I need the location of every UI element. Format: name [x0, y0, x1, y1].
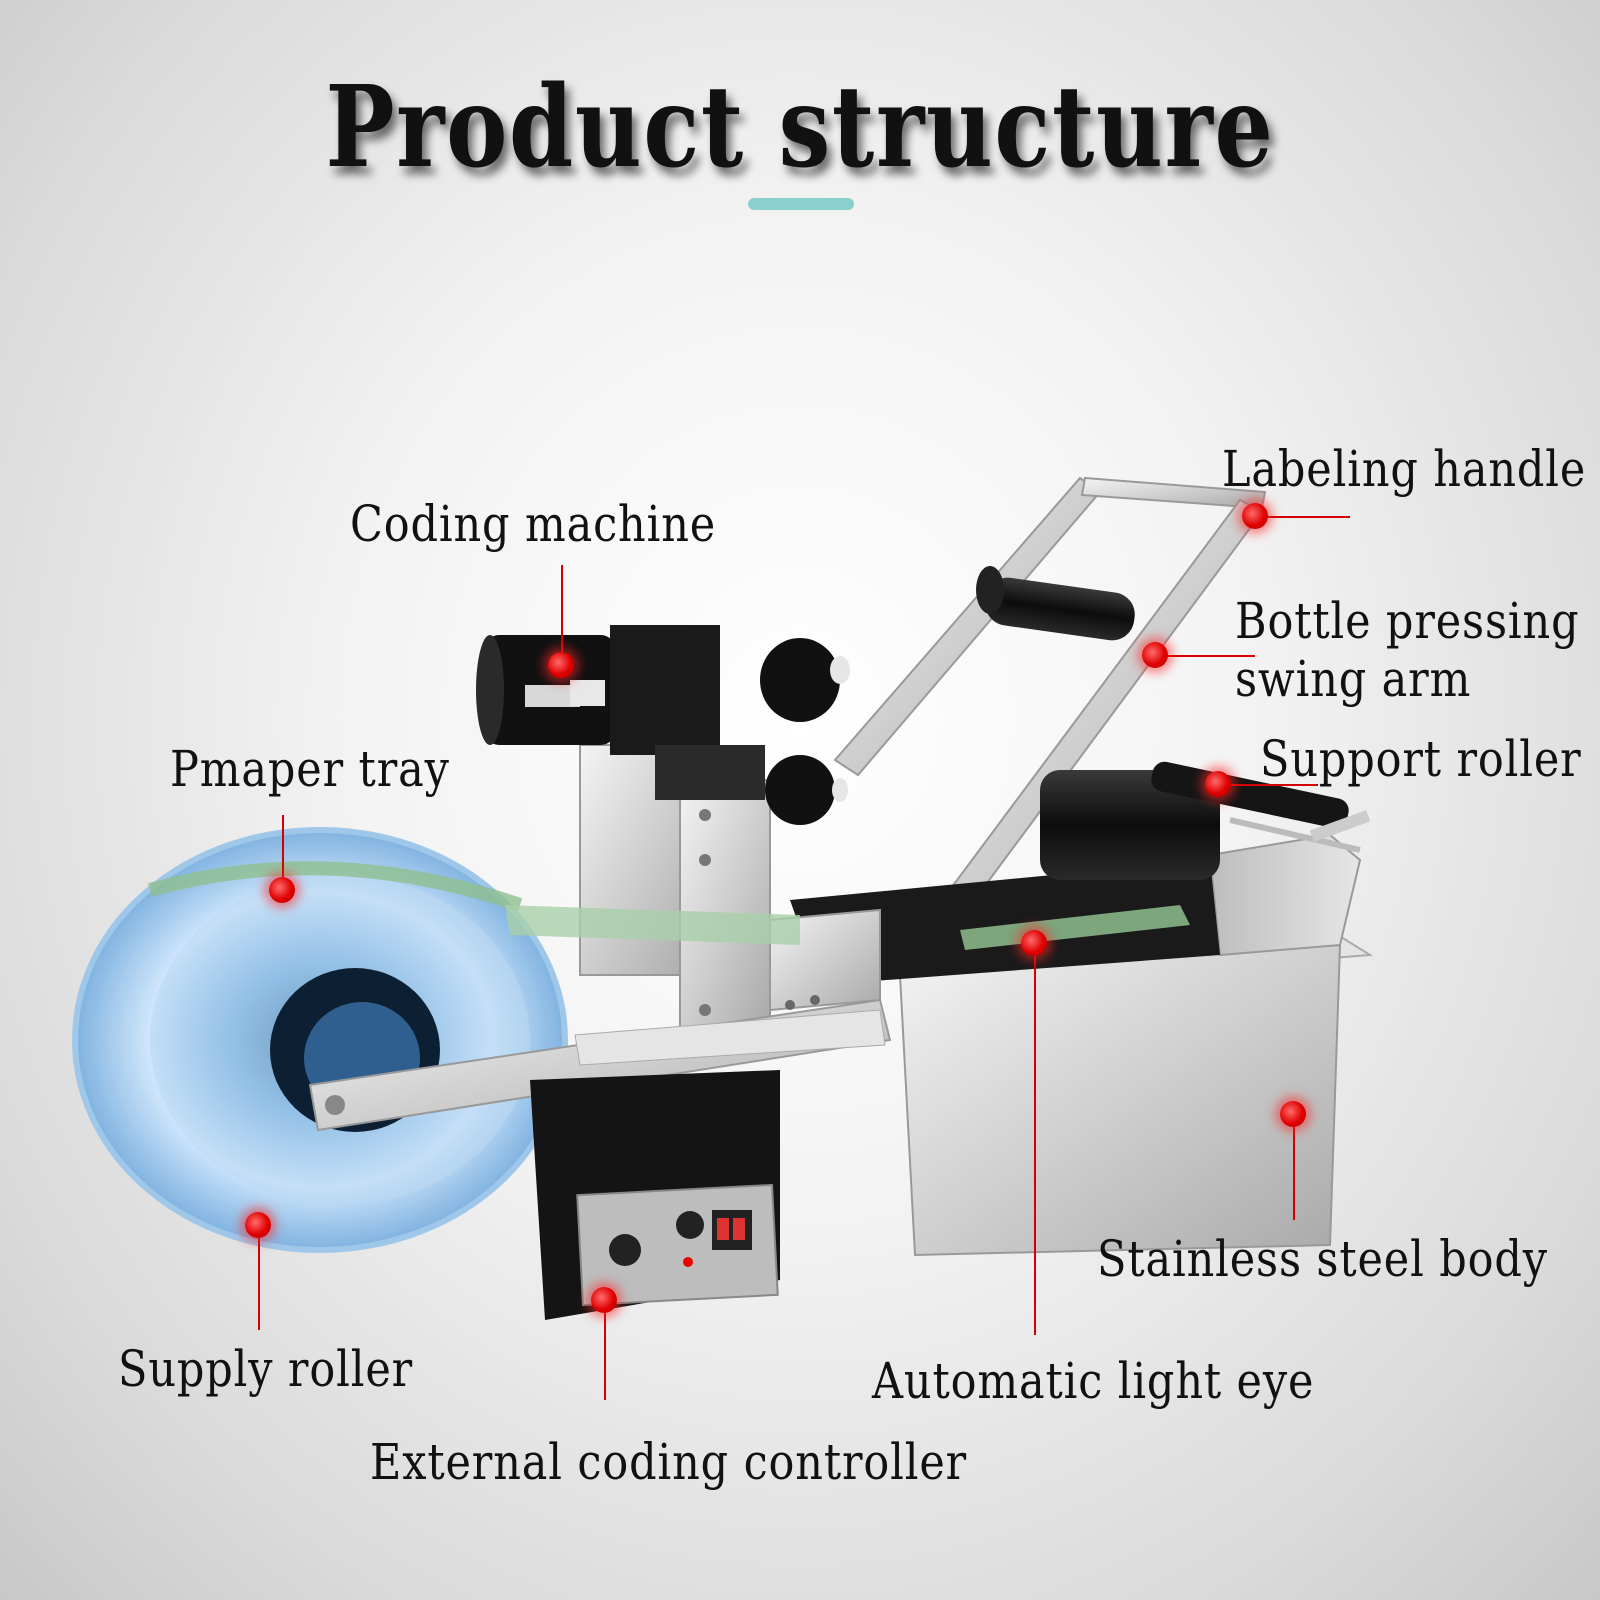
marker-stainless-steel-body [1280, 1101, 1306, 1127]
marker-labeling-handle [1242, 503, 1268, 529]
label-external-coding-controller: External coding controller [370, 1433, 968, 1491]
supply-reel [72, 827, 568, 1253]
leader-automatic-light-eye [1034, 955, 1036, 1335]
label-support-roller: Support roller [1260, 730, 1582, 788]
leader-bottle-pressing [1155, 655, 1255, 657]
external-coding-controller-box [530, 1070, 780, 1320]
marker-external-coding-controller [591, 1287, 617, 1313]
leader-pmaper-tray [282, 815, 284, 890]
title-underline [748, 198, 854, 210]
reel-arm [308, 998, 892, 1132]
label-pmaper-tray: Pmaper tray [170, 740, 450, 798]
leader-supply-roller [258, 1225, 260, 1330]
marker-bottle-pressing [1142, 642, 1168, 668]
marker-pmaper-tray [269, 877, 295, 903]
label-path-area [790, 860, 1220, 985]
stainless-steel-body [877, 833, 1374, 1257]
leader-external-coding-controller [604, 1300, 606, 1400]
label-bottle-pressing-line1: Bottle pressing [1235, 592, 1580, 650]
marker-coding-machine [548, 652, 574, 678]
support-rollers [1040, 761, 1371, 880]
marker-support-roller [1205, 771, 1231, 797]
marker-automatic-light-eye [1021, 930, 1047, 956]
label-coding-machine: Coding machine [350, 495, 717, 553]
label-automatic-light-eye: Automatic light eye [872, 1352, 1315, 1410]
marker-supply-roller [245, 1212, 271, 1238]
label-supply-roller: Supply roller [118, 1340, 414, 1398]
leader-coding-machine [561, 565, 563, 665]
page-title: Product structure [325, 62, 1275, 193]
pressing-roller [976, 566, 1135, 641]
leader-labeling-handle [1255, 516, 1350, 518]
coding-machine-head [476, 625, 850, 825]
label-strip [505, 905, 800, 945]
label-labeling-handle: Labeling handle [1222, 440, 1587, 498]
leader-stainless-steel-body [1293, 1114, 1295, 1220]
leader-support-roller [1218, 784, 1318, 786]
label-stainless-steel-body: Stainless steel body [1097, 1230, 1548, 1288]
label-bottle-pressing-line2: swing arm [1235, 650, 1472, 708]
